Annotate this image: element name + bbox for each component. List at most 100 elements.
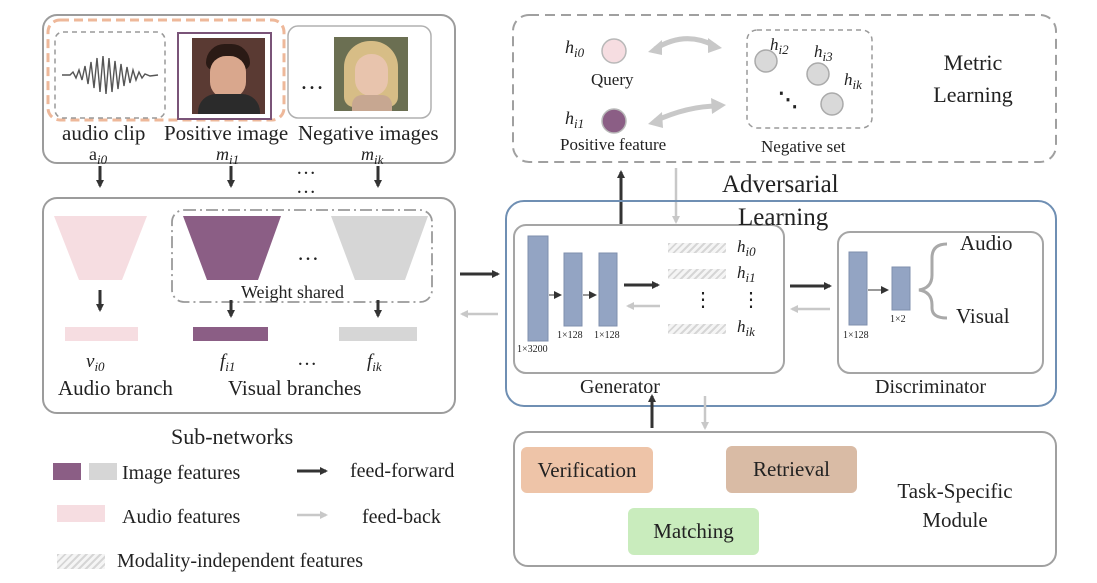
audio-clip-frame [54,31,166,119]
negative-image-symbol: mik [361,144,384,167]
negative-images-ellipsis: … [300,69,324,95]
waveform-icon [62,55,159,95]
adversarial-title-line2: Learning [738,204,829,231]
negative-node-k [820,92,844,116]
generator-layer-input [527,235,549,342]
negative-node-3 [806,62,830,86]
output-audio-label: Audio [960,231,1013,255]
metric-title-line1: Metric [943,50,1003,75]
discriminator-layer-1 [848,251,868,326]
positive-image-frame [177,32,272,120]
visual-features-ellipsis: … [297,348,317,370]
positive-feature-symbol: hi1 [565,108,585,131]
visual-branches-label: Visual branches [228,376,362,400]
legend-modality-independent: Modality-independent features [117,550,364,572]
generator-h1-symbol: hi1 [737,263,756,285]
modality-feature-h0 [668,243,726,253]
output-visual-label: Visual [956,304,1010,328]
positive-node [601,108,627,134]
query-label: Query [591,70,634,89]
discriminator-panel [837,231,1044,374]
negative-h3-symbol: hi3 [814,42,833,64]
query-symbol: hi0 [565,37,585,60]
positive-image-label: Positive image [164,121,289,145]
generator-h0-symbol: hi0 [737,237,756,259]
modality-feature-h1 [668,269,726,279]
dim-3200-label: 1×3200 [517,344,548,355]
legend-feed-forward: feed-forward [350,460,455,482]
visual-feature-bar-1 [193,327,268,341]
legend-audio-features: Audio features [122,506,241,528]
generator-layer-2 [598,252,618,327]
negative-hk-symbol: hik [844,70,862,92]
visual-encoder-negative-shape [331,216,428,280]
input-dots-between: … [296,176,316,198]
metric-arrow-top [653,36,717,52]
audio-image-dashed-group [46,18,286,122]
visual-feature-bar-k [339,327,417,341]
output-brace [918,242,948,320]
subnetworks-panel [42,197,456,414]
audio-feature-symbol: vi0 [86,351,105,374]
visual-encoders-ellipsis: … [297,240,319,265]
positive-image-photo [192,38,265,114]
legend-swatch-gray [89,463,117,480]
negative-image-photo [334,37,408,111]
metric-arrow-bottom [653,103,719,124]
query-node [601,38,627,64]
audio-clip-label: audio clip [62,121,146,145]
generator-panel [513,224,785,374]
metric-arrow-top-head-left [648,40,662,55]
metric-arrow-top-head-right [708,38,722,53]
modality-feature-hk [668,324,726,334]
audio-encoder-shape [54,216,147,280]
negative-set-frame [746,29,873,129]
negative-set-label: Negative set [761,137,846,156]
input-dots-below: … [296,157,316,179]
metric-arrow-bottom-head-left [648,112,663,128]
negative-images-label: Negative images [298,121,439,145]
retrieval-button[interactable]: Retrieval [726,446,857,493]
discriminator-label: Discriminator [875,376,987,398]
task-title-line2: Module [922,508,988,532]
verification-button[interactable]: Verification [521,447,653,493]
adversarial-learning-panel [505,200,1057,407]
audio-clip-symbol: ai0 [89,144,108,167]
legend-feed-back: feed-back [362,506,441,528]
positive-feature-label: Positive feature [560,135,667,154]
generator-vdots-features: ⋮ [693,289,713,311]
dim-128c-label: 1×128 [843,330,869,341]
negative-images-frame [287,25,432,119]
generator-label: Generator [580,376,660,398]
weight-shared-group [171,209,433,303]
adversarial-title-line1: Adversarial [722,171,839,198]
generator-hk-symbol: hik [737,317,755,339]
visual-encoder-positive-shape [183,216,281,280]
generator-vdots-symbols: ⋮ [741,289,761,311]
matching-button[interactable]: Matching [628,508,759,555]
subnetworks-title: Sub-networks [171,424,294,449]
legend-swatch-purple [53,463,81,480]
generator-layer-1 [563,252,583,327]
negative-set-dots: ⋱ [778,89,798,111]
metric-title-line2: Learning [933,82,1013,107]
legend-image-features: Image features [122,462,241,484]
task-specific-panel [513,431,1057,567]
dim-128b-label: 1×128 [594,330,620,341]
visual-feature-1-symbol: fi1 [220,351,236,374]
metric-learning-panel [512,14,1057,163]
dim-128a-label: 1×128 [557,330,583,341]
positive-image-symbol: mi1 [216,144,240,167]
negative-h2-symbol: hi2 [770,35,789,57]
dim-2-label: 1×2 [890,314,906,325]
visual-feature-k-symbol: fik [367,351,382,374]
metric-arrow-bottom-head-right [711,98,726,114]
task-title-line1: Task-Specific [897,479,1013,503]
negative-node-2 [754,49,778,73]
audio-feature-bar [65,327,138,341]
legend-swatch-pink [57,505,105,522]
legend-modality-swatch [57,554,105,569]
input-panel [42,14,456,164]
audio-branch-label: Audio branch [58,376,173,400]
